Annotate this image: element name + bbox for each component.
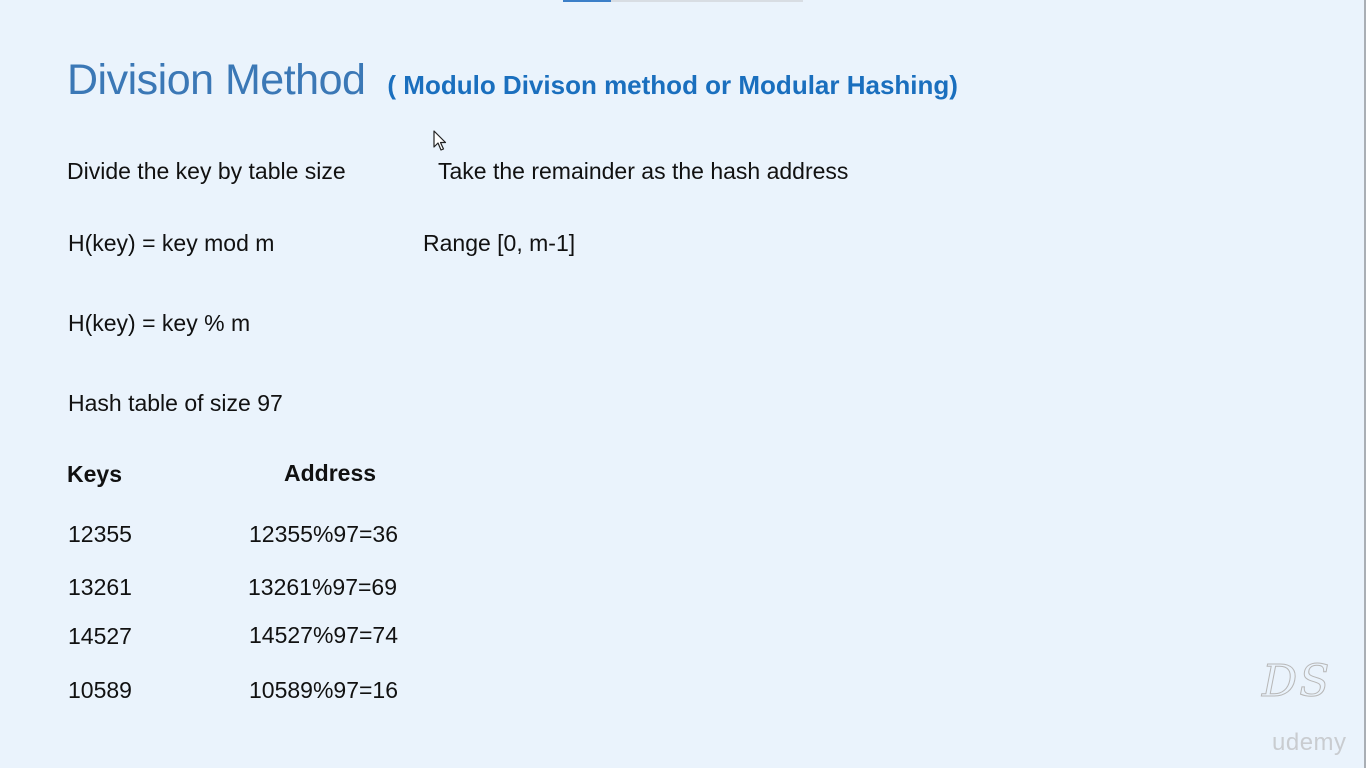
range-text: Range [0, m-1] xyxy=(423,230,576,256)
mouse-pointer-icon xyxy=(433,130,447,151)
description-left: Divide the key by table size xyxy=(67,158,346,184)
header-address: Address xyxy=(284,460,377,486)
formula-percent: H(key) = key % m xyxy=(68,310,251,336)
table-row-address: 12355%97=36 xyxy=(249,521,399,547)
table-row-key: 10589 xyxy=(68,677,132,703)
ds-logo: DS xyxy=(1261,656,1332,708)
slide-subtitle: ( Modulo Divison method or Modular Hashi… xyxy=(387,70,958,100)
description-right: Take the remainder as the hash address xyxy=(438,158,849,184)
slide-header: Division Method ( Modulo Divison method … xyxy=(67,56,958,105)
table-row-address: 10589%97=16 xyxy=(249,677,399,703)
right-edge-border xyxy=(1364,0,1366,768)
table-row-key: 13261 xyxy=(68,574,132,600)
table-row-address: 13261%97=69 xyxy=(248,574,398,600)
slide-title: Division Method xyxy=(67,56,366,104)
table-row-address: 14527%97=74 xyxy=(249,622,399,648)
video-progress-fill xyxy=(563,0,611,2)
formula-mod: H(key) = key mod m xyxy=(68,230,275,256)
udemy-watermark: udemy xyxy=(1272,729,1347,756)
table-row-key: 14527 xyxy=(68,623,132,649)
table-size-text: Hash table of size 97 xyxy=(68,390,283,416)
table-row-key: 12355 xyxy=(68,521,132,547)
header-keys: Keys xyxy=(67,461,122,487)
video-progress-bar[interactable] xyxy=(563,0,803,2)
